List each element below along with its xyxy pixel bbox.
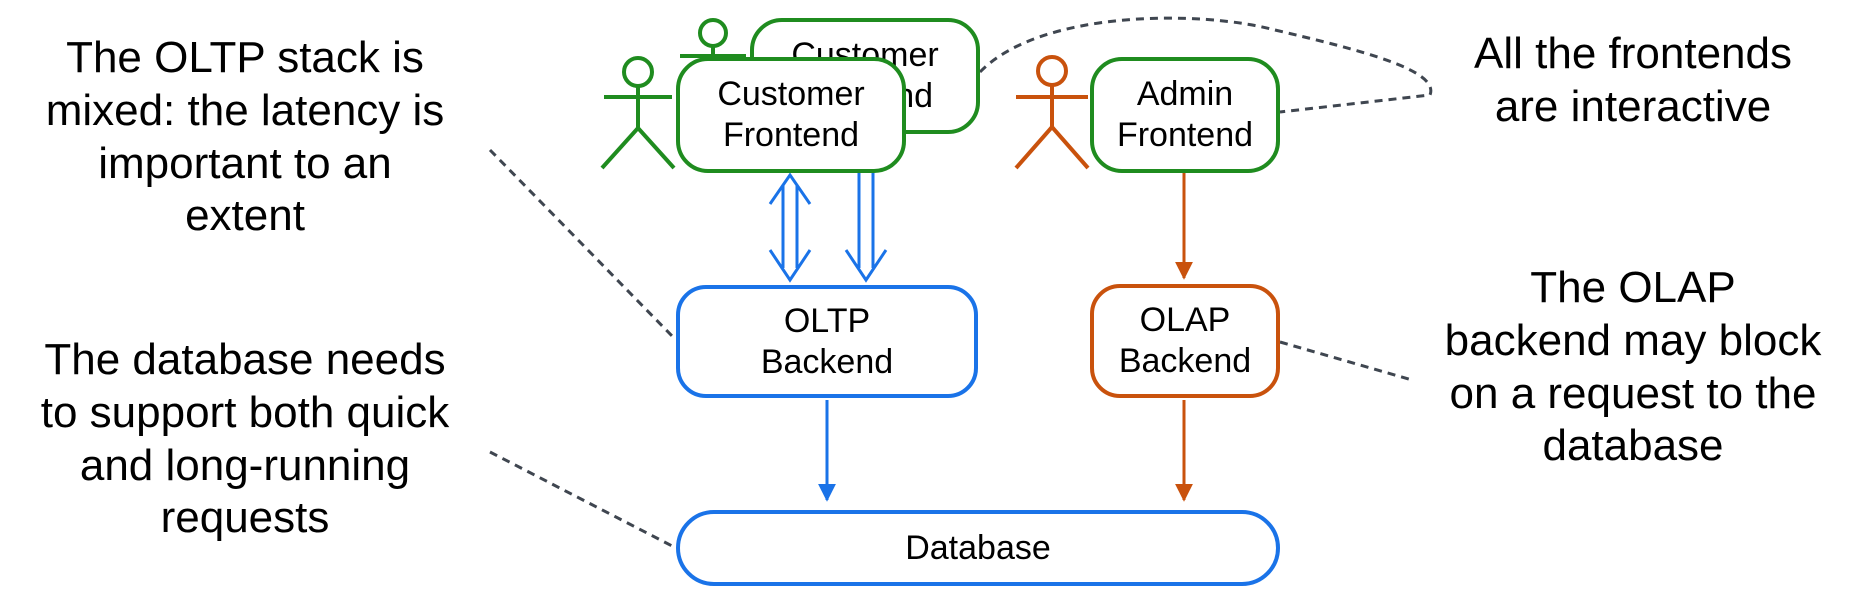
database-support-note-line3: and long-running (79, 440, 411, 490)
admin-frontend-line2: Frontend (1116, 116, 1254, 154)
oltp-backend-line2: Backend (760, 342, 894, 381)
database-support-note-line2: to support both quick (40, 387, 450, 437)
oltp-backend-node: OLTP Backend (676, 285, 978, 398)
oltp-backend-line1: OLTP (783, 301, 871, 340)
customer-frontend-line1: Customer (717, 75, 865, 114)
frontends-interactive-note-line2: are interactive (1494, 81, 1772, 131)
database-label: Database (905, 528, 1051, 567)
oltp-stack-note-line1: The OLTP stack is (66, 33, 424, 82)
oltp-stack-note-line3: important to an (98, 138, 392, 188)
database-note-connector (489, 450, 677, 550)
admin-frontend-line1: Admin (1136, 75, 1234, 114)
admin-user-icon (1014, 55, 1090, 170)
database-support-note-line4: requests (160, 493, 330, 543)
customer-user-icon (600, 56, 676, 170)
frontends-interactive-note: All the frontends are interactive (1410, 28, 1856, 134)
customer-frontend-node: Customer Frontend (676, 57, 906, 173)
database-node: Database (676, 510, 1280, 586)
olap-block-note: The OLAP backend may block on a request … (1410, 262, 1856, 473)
olap-note-connector (1279, 340, 1413, 382)
frontends-interactive-note-line1: All the frontends (1474, 29, 1792, 78)
oltp-stack-note-line2: mixed: the latency is (45, 85, 445, 135)
olap-block-note-line4: database (1542, 421, 1724, 471)
oltp-note-connector (488, 148, 678, 342)
customer-frontend-line2: Frontend (722, 116, 860, 154)
olap-block-note-line3: on a request to the (1449, 368, 1817, 418)
admin-frontend-node: Admin Frontend (1090, 57, 1280, 173)
olap-backend-node: OLAP Backend (1090, 284, 1280, 398)
olap-block-note-line1: The OLAP (1530, 263, 1736, 312)
olap-block-note-line2: backend may block (1444, 315, 1822, 365)
frontends-note-connector (978, 16, 1433, 114)
customer-to-oltp-double-arrow-left (768, 172, 812, 283)
database-support-note-line1: The database needs (44, 335, 446, 384)
database-support-note: The database needs to support both quick… (0, 334, 490, 545)
olap-backend-line2: Backend (1118, 342, 1252, 380)
olap-backend-line1: OLAP (1139, 301, 1231, 340)
oltp-stack-note-line4: extent (185, 191, 305, 241)
customer-to-oltp-double-arrow-right (844, 172, 888, 283)
oltp-stack-note: The OLTP stack is mixed: the latency is … (0, 32, 490, 243)
